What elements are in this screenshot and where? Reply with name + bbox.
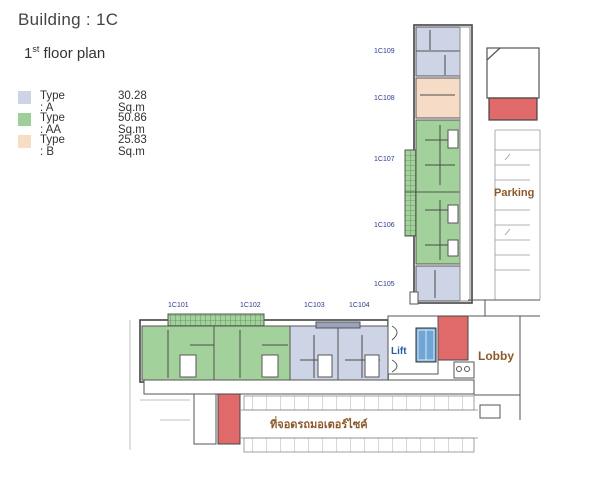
vertical-wing [404,24,473,305]
label-1c107: 1C107 [374,156,395,163]
label-lift: Lift [391,346,407,357]
label-motorcycle-parking: ที่จอดรถมอเตอร์ไซค์ [270,416,368,431]
lift-core [387,315,439,375]
floor-title: 1st floor plan [24,44,106,62]
north-annex [486,47,540,121]
corridor [143,379,475,395]
legend-swatch-aa [18,113,31,126]
unit-1c102 [213,325,291,381]
legend-swatch-a [18,91,31,104]
label-1c103: 1C103 [304,302,325,309]
legend-swatch-b [18,135,31,148]
label-1c104: 1C104 [349,302,370,309]
label-1c108: 1C108 [374,95,395,102]
building-title: Building : 1C [18,10,119,29]
label-1c105: 1C105 [374,281,395,288]
unit-1c104 [337,325,389,381]
label-1c102: 1C102 [240,302,261,309]
unit-1c109 [415,26,461,52]
label-1c101: 1C101 [168,302,189,309]
unit-1c108 [415,77,461,119]
parking-area [494,129,541,300]
motorcycle-parking [240,395,478,453]
label-parking: Parking [494,187,534,199]
label-1c109: 1C109 [374,48,395,55]
stair-core-east [437,315,469,361]
stair-core-west [217,393,241,445]
horizontal-wing [139,313,389,383]
label-1c106: 1C106 [374,222,395,229]
label-lobby: Lobby [478,349,514,363]
unit-1c105 [415,265,461,302]
unit-1c101 [141,325,215,381]
lobby-area [453,299,540,420]
